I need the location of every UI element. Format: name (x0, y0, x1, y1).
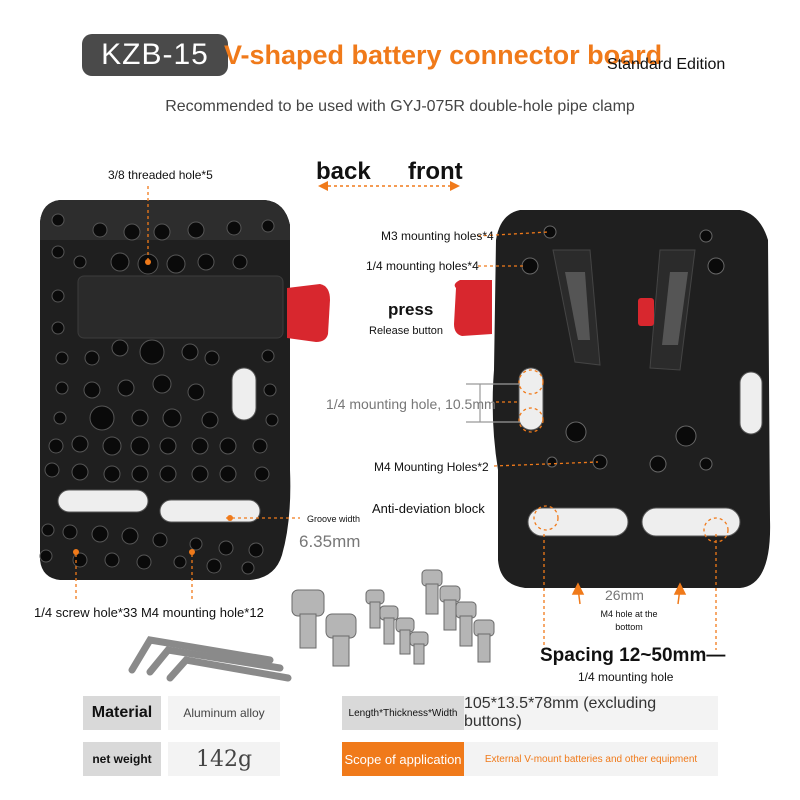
back-plate-image (39, 200, 330, 580)
press-label: press (388, 300, 434, 319)
dimension-value: 105*13.5*78mm (excluding buttons) (464, 695, 718, 730)
edition-label: Standard Edition (607, 56, 726, 73)
scope-value: External V-mount batteries and other equ… (464, 742, 718, 776)
back-label: back (316, 158, 371, 185)
material-value: Aluminum alloy (168, 696, 280, 730)
dimension-label: Length*Thickness*Width (342, 696, 464, 730)
scope-label: Scope of application (342, 742, 464, 776)
screw-holes-label: 1/4 screw hole*33 M4 mounting hole*12 (34, 605, 264, 620)
threaded-hole-label: 3/8 threaded hole*5 (108, 168, 213, 182)
weight-value: 142g (168, 742, 280, 776)
front-label: front (408, 158, 463, 185)
anti-deviation-label: Anti-deviation block (372, 501, 485, 516)
release-button-label: Release button (369, 325, 443, 337)
quarter-mount-label: 1/4 mounting hole (578, 670, 674, 684)
spacing-26-label: 26mm (605, 587, 644, 603)
product-title: V-shaped battery connector board (224, 40, 663, 70)
model-badge: KZB-15 (82, 34, 228, 76)
dimension-arrows (571, 582, 687, 605)
hole-size-label: 1/4 mounting hole, 10.5mm (326, 396, 496, 412)
m3-holes-label: M3 mounting holes*4 (381, 229, 494, 243)
m4-bottom-label: M4 hole at the bottom (600, 609, 658, 632)
callout-lines (75, 186, 729, 650)
subtitle: Recommended to be used with GYJ-075R dou… (165, 98, 635, 115)
spacing-range-label: Spacing 12~50mm— (540, 645, 726, 666)
front-plate-image (454, 210, 771, 588)
quarter-holes-label: 1/4 mounting holes*4 (366, 259, 479, 273)
groove-width-value: 6.35mm (299, 532, 361, 551)
material-label: Material (83, 696, 161, 730)
weight-label: net weight (83, 742, 161, 776)
hole-size-arrow (466, 383, 520, 423)
groove-width-label: Groove width (307, 514, 361, 524)
accessories-image (128, 569, 495, 682)
m4-holes-label: M4 Mounting Holes*2 (374, 460, 489, 474)
